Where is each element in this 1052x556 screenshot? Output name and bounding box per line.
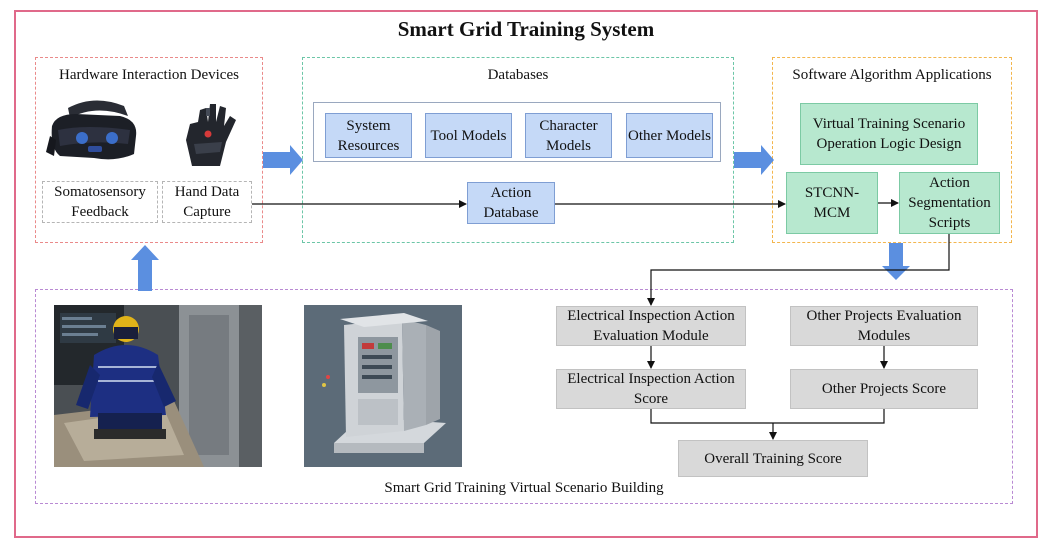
db-character-models: Character Models [525, 113, 612, 158]
overall-score-box: Overall Training Score [678, 440, 868, 477]
block-arrow-scenario-up [131, 245, 159, 291]
software-region [772, 57, 1012, 243]
hardware-title: Hardware Interaction Devices [59, 67, 239, 83]
other-score-box: Other Projects Score [790, 369, 978, 409]
vr-headset-icon [46, 96, 142, 170]
action-database-box: Action Database [467, 182, 555, 224]
db-tool-models: Tool Models [425, 113, 512, 158]
hand-data-capture-box: Hand Data Capture [162, 181, 252, 223]
db-system-resources: System Resources [325, 113, 412, 158]
logic-design-box: Virtual Training Scenario Operation Logi… [800, 103, 978, 165]
elec-eval-module-box: Electrical Inspection Action Evaluation … [556, 306, 746, 346]
other-eval-modules-box: Other Projects Evaluation Modules [790, 306, 978, 346]
switch-cabinet-image [304, 305, 462, 467]
databases-region [302, 57, 734, 243]
block-arrow-db-to-sw [734, 145, 774, 175]
block-arrow-sw-down [882, 243, 910, 280]
scenario-caption: Smart Grid Training Virtual Scenario Bui… [384, 480, 664, 496]
databases-title: Databases [487, 67, 549, 83]
virtual-scenario-region [35, 289, 1013, 504]
outer-frame [14, 10, 1038, 538]
db-other-models: Other Models [626, 113, 713, 158]
worker-scene-image [54, 305, 262, 467]
elec-score-box: Electrical Inspection Action Score [556, 369, 746, 409]
hardware-region [35, 57, 263, 243]
action-segmentation-box: Action Segmentation Scripts [899, 172, 1000, 234]
block-arrow-hw-to-db [263, 145, 303, 175]
software-title: Software Algorithm Applications [792, 67, 992, 83]
somatosensory-feedback-box: Somatosensory Feedback [42, 181, 158, 223]
line-seg-to-eval [647, 234, 950, 306]
database-group [313, 102, 721, 162]
stcnn-mcm-box: STCNN-MCM [786, 172, 878, 234]
diagram-title: Smart Grid Training System [397, 17, 655, 41]
haptic-glove-icon [176, 96, 242, 170]
line-scores-merge [650, 409, 885, 424]
